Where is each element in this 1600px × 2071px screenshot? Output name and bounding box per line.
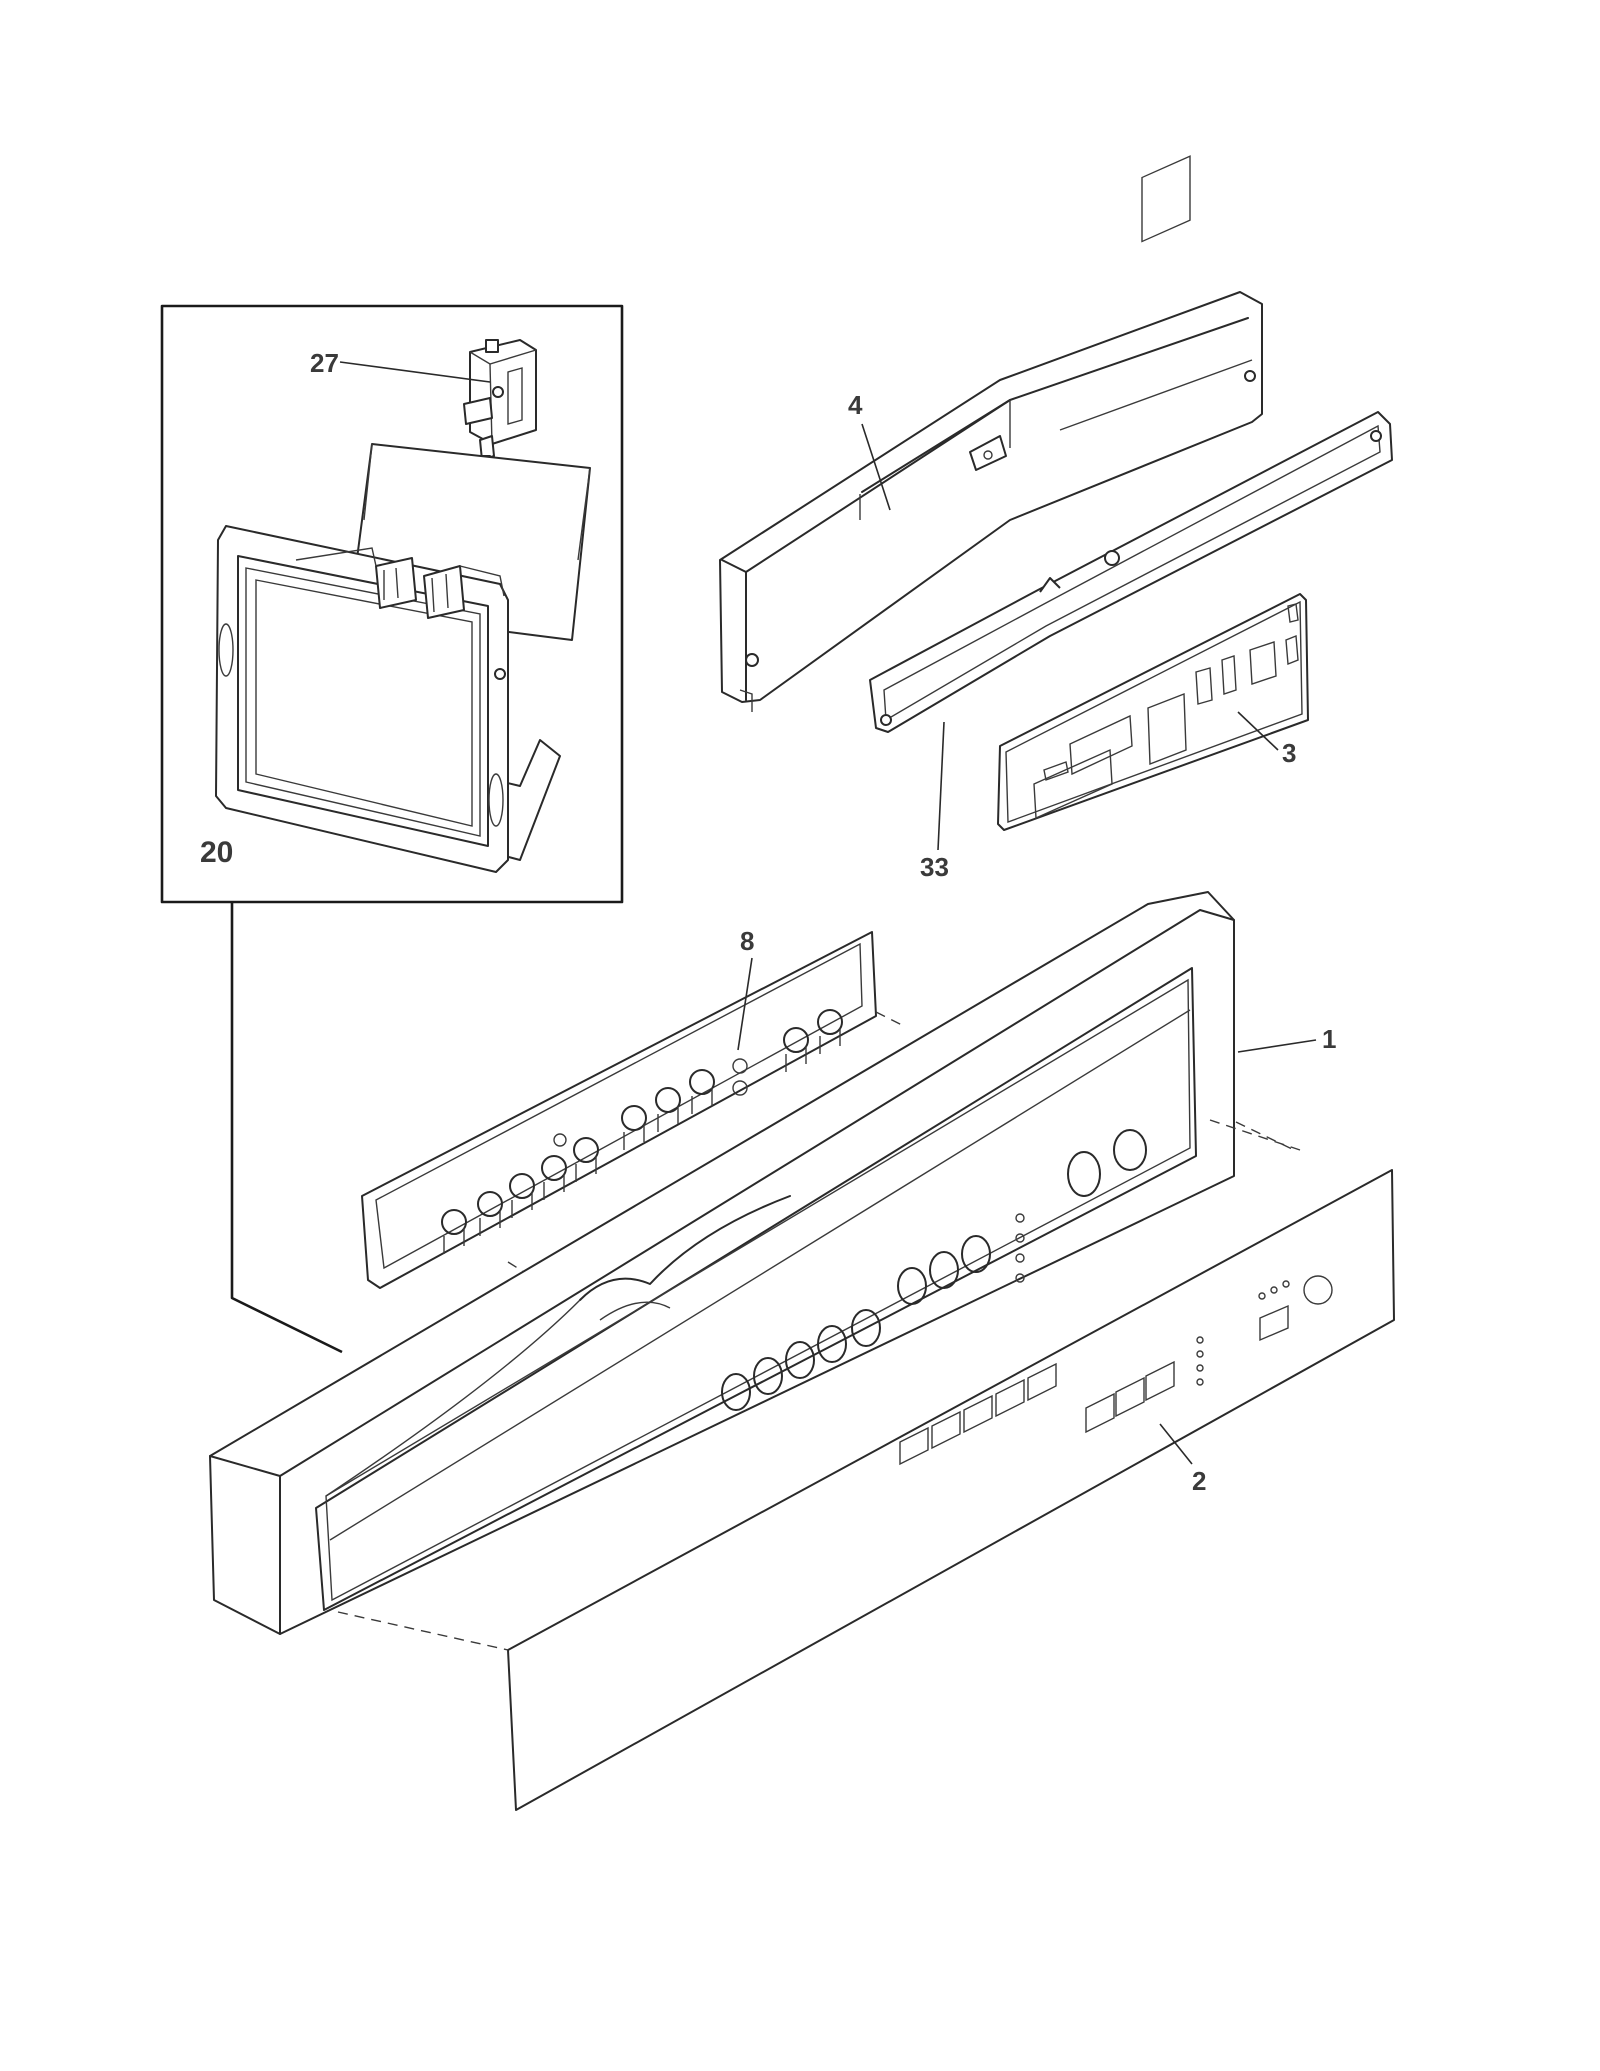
part-33-gasket bbox=[869, 411, 1393, 733]
part-1-console-panel bbox=[209, 891, 1235, 1635]
part-20-dispenser bbox=[215, 443, 591, 873]
part-1-indicator-dots bbox=[1015, 1213, 1025, 1283]
part-1-button-holes bbox=[721, 1129, 1147, 1411]
part-2-guide-line-upper bbox=[1235, 1121, 1295, 1151]
part-8-button-switches bbox=[441, 1009, 843, 1254]
callout-2: 2 bbox=[1192, 1466, 1206, 1496]
part-3-control-board bbox=[997, 155, 1309, 831]
callout-3: 3 bbox=[1282, 738, 1296, 768]
callout-20: 20 bbox=[200, 836, 233, 869]
callout-leaders bbox=[339, 361, 1317, 1465]
part-2-guide-line bbox=[337, 1611, 509, 1651]
part-2-key-outlines bbox=[899, 1275, 1333, 1466]
part-8-guide-line bbox=[875, 1011, 905, 1027]
callout-33: 33 bbox=[920, 852, 949, 882]
part-4-housing bbox=[719, 291, 1263, 712]
inset-detail-box bbox=[160, 304, 624, 1354]
callout-1: 1 bbox=[1322, 1024, 1336, 1054]
callout-4: 4 bbox=[848, 390, 863, 420]
part-27-switch bbox=[463, 339, 537, 467]
callout-27: 27 bbox=[310, 348, 339, 378]
part-2-overlay bbox=[507, 1169, 1395, 1811]
part-8-button-board bbox=[361, 931, 877, 1289]
callout-8: 8 bbox=[740, 926, 754, 956]
